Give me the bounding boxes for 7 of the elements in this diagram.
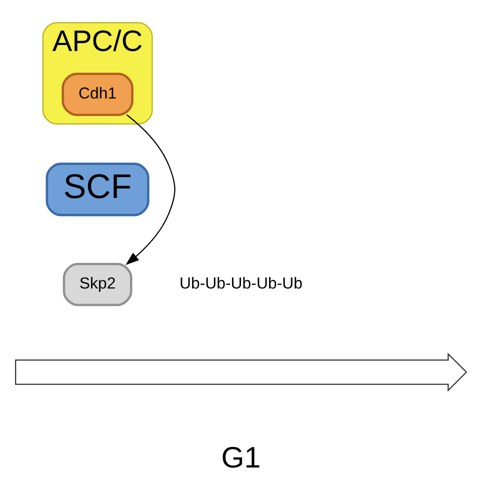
- node-box: Skp2: [62, 262, 132, 306]
- label: Ub-Ub-Ub-Ub-Ub: [180, 275, 302, 292]
- node-box: SCF: [46, 162, 150, 216]
- node-arrow: [15, 352, 468, 392]
- arrow: [126, 114, 176, 265]
- node-box: Cdh1: [62, 72, 134, 116]
- label: G1: [221, 441, 261, 474]
